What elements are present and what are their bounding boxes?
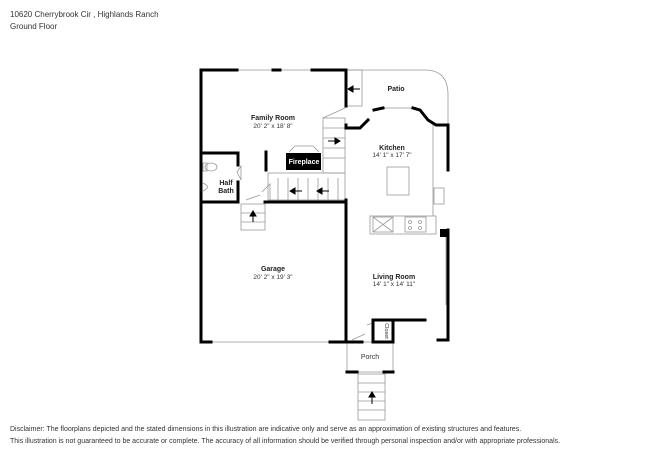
address-title: 10620 Cherrybrook Cir , Highlands Ranch bbox=[10, 10, 159, 19]
stair-arrow-icons bbox=[249, 85, 376, 404]
patio-label: Patio bbox=[387, 86, 404, 93]
garage-label: Garage bbox=[261, 266, 285, 273]
garage-dims: 20' 2" x 19' 3" bbox=[253, 274, 293, 281]
living-room-dims: 14' 1" x 14' 11" bbox=[373, 281, 416, 288]
half-bath-label-2: Bath bbox=[218, 188, 234, 195]
half-bath-label-1: Half bbox=[219, 180, 233, 187]
fireplace-block bbox=[286, 153, 321, 170]
floor-name: Ground Floor bbox=[10, 22, 58, 31]
family-room-label: Family Room bbox=[251, 115, 295, 122]
disclaimer-line-1: Disclaimer: The floorplans depicted and … bbox=[10, 426, 522, 433]
living-room-label: Living Room bbox=[373, 274, 415, 281]
closet-label: Closet bbox=[383, 323, 389, 339]
fireplace-label: Fireplace bbox=[289, 159, 320, 166]
porch-label: Porch bbox=[361, 354, 379, 361]
disclaimer-line-2: This illustration is not guaranteed to b… bbox=[10, 438, 561, 445]
kitchen-label: Kitchen bbox=[379, 145, 405, 152]
kitchen-dims: 14' 1" x 17' 7" bbox=[372, 152, 412, 159]
family-room-dims: 20' 2" x 18' 8" bbox=[253, 123, 293, 130]
